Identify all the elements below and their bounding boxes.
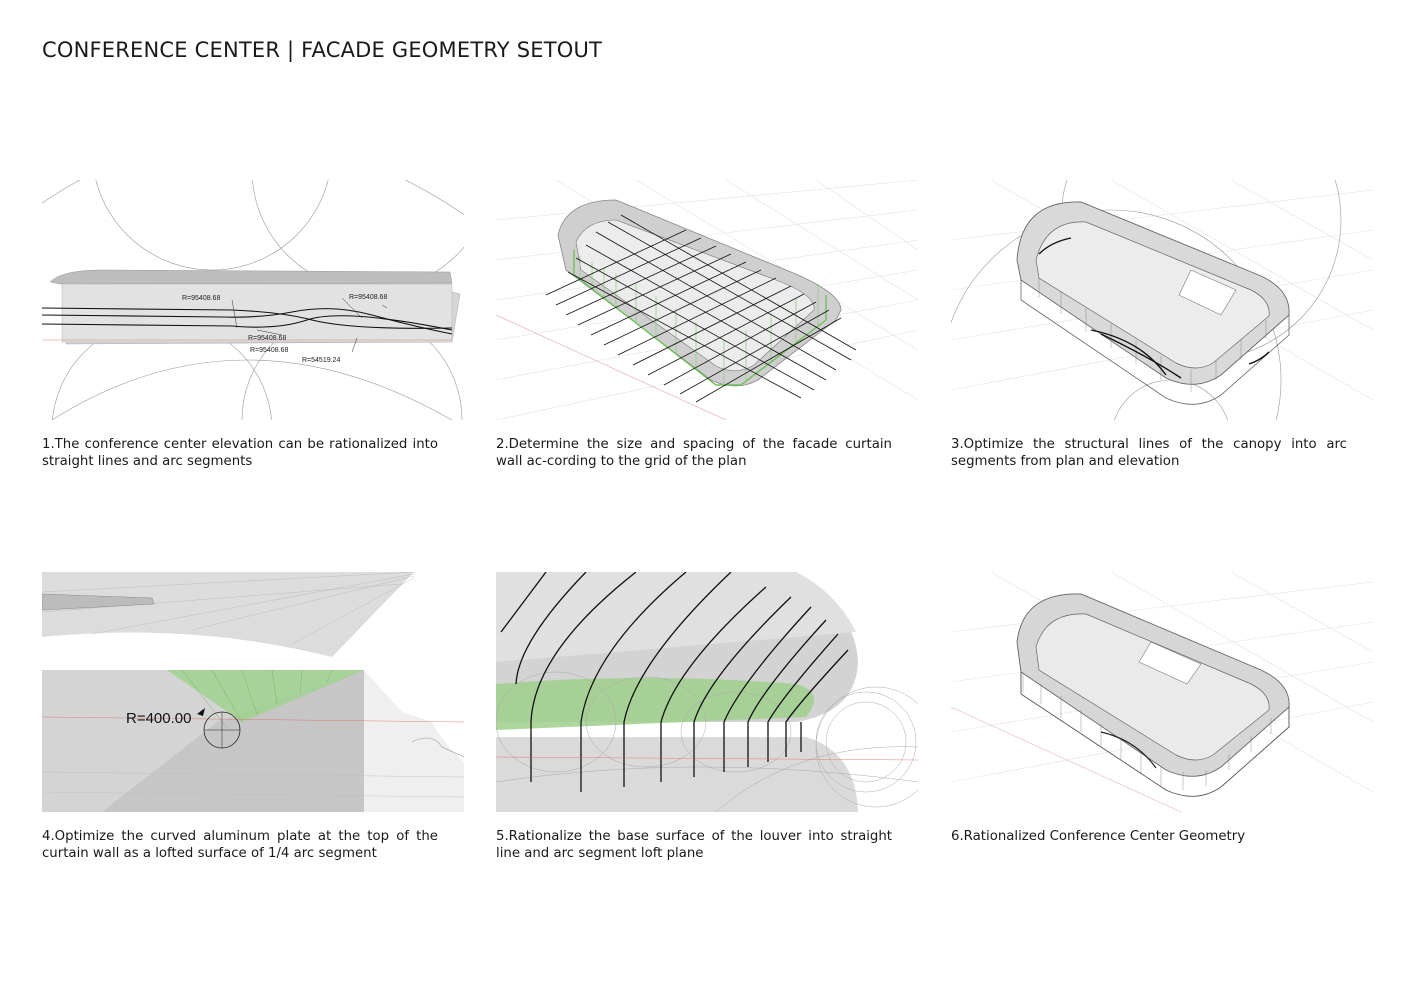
grid-plan-svg — [496, 180, 918, 420]
final-geometry-svg — [951, 572, 1373, 812]
radius-label: R=54519.24 — [302, 357, 340, 364]
radius-label: R=95408.68 — [349, 294, 387, 301]
radius-label: R=95408.68 — [248, 335, 286, 342]
panel-5-caption: 5.Rationalize the base surface of the lo… — [496, 829, 892, 861]
radius-label: R=95408.68 — [250, 347, 288, 354]
elevation-svg: R=95408.68 R=95408.68 R=95408.68 R=95408… — [42, 180, 464, 420]
canopy-svg — [951, 180, 1373, 420]
panel-6-final-geometry-diagram — [951, 572, 1373, 812]
page-title: CONFERENCE CENTER | FACADE GEOMETRY SETO… — [42, 38, 603, 62]
panel-1-caption: 1.The conference center elevation can be… — [42, 437, 438, 469]
panel-1-elevation-diagram: R=95408.68 R=95408.68 R=95408.68 R=95408… — [42, 180, 464, 420]
panel-2-grid-diagram — [496, 180, 918, 420]
panel-4-caption: 4.Optimize the curved aluminum plate at … — [42, 829, 438, 861]
panel-3-caption: 3.Optimize the structural lines of the c… — [951, 437, 1347, 469]
louver-svg — [496, 572, 918, 812]
aluminum-plate-svg: R=400.00 — [42, 572, 464, 812]
panel-2-caption: 2.Determine the size and spacing of the … — [496, 437, 892, 469]
panel-4-aluminum-plate-diagram: R=400.00 — [42, 572, 464, 812]
radius-label: R=400.00 — [126, 710, 191, 727]
radius-label: R=95408.68 — [182, 295, 220, 302]
panel-6-caption: 6.Rationalized Conference Center Geometr… — [951, 829, 1246, 844]
panel-3-canopy-diagram — [951, 180, 1373, 420]
panel-5-louver-diagram — [496, 572, 918, 812]
